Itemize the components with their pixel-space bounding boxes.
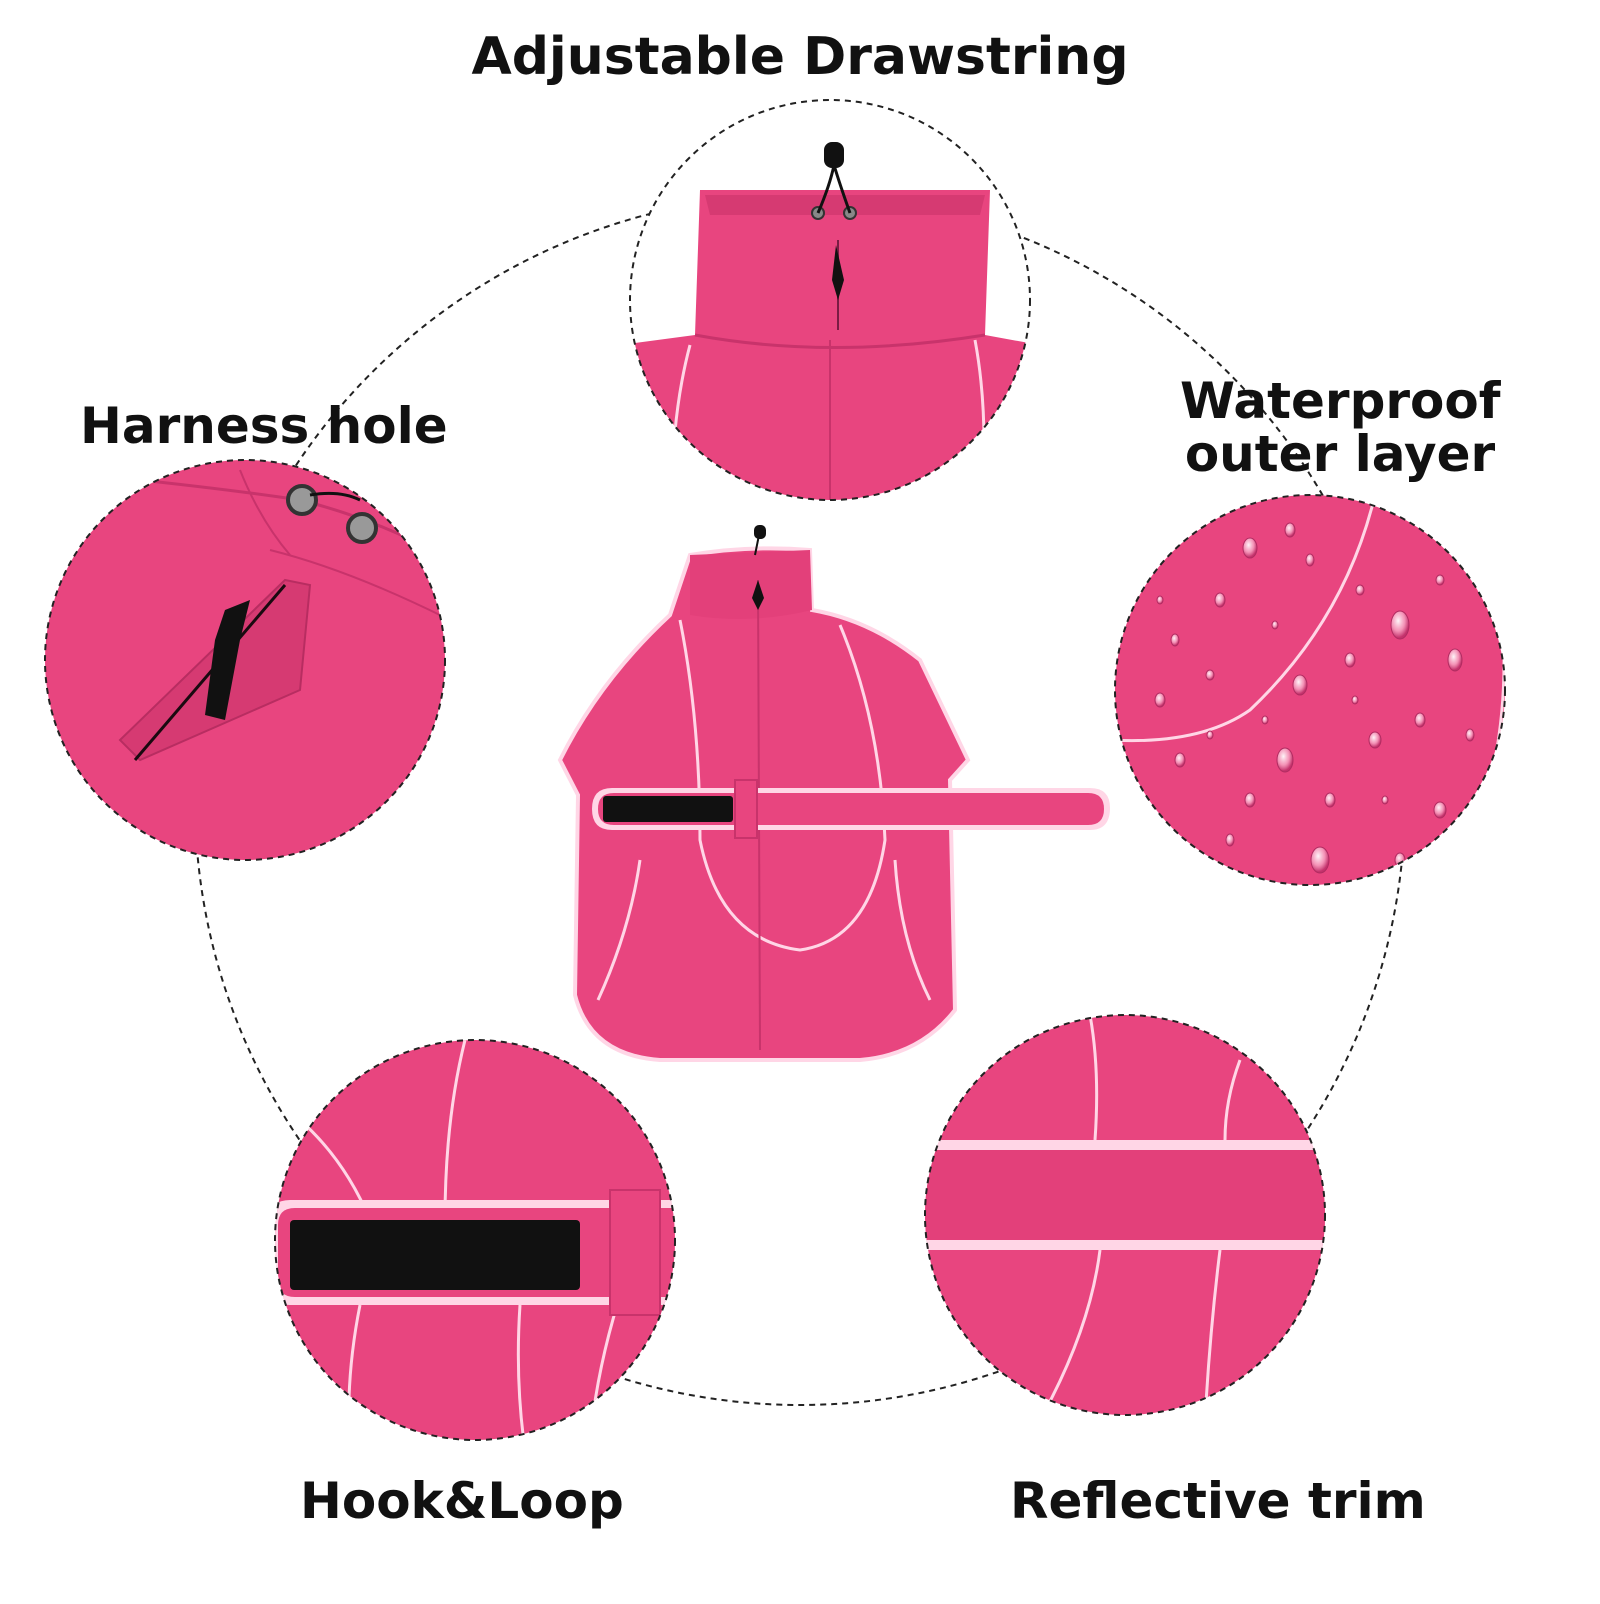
label-harness-hole: Harness hole <box>80 397 448 455</box>
label-waterproof-outer-layer: Waterproof outer layer <box>1180 375 1500 480</box>
hook-loop-strap-closeup <box>274 1039 676 1441</box>
label-hook-and-loop: Hook&Loop <box>300 1472 624 1530</box>
label-waterproof-line1: Waterproof <box>1180 372 1501 430</box>
dog-raincoat <box>557 525 1110 1062</box>
harness-hole-closeup <box>44 459 446 861</box>
waterproof-droplets-closeup <box>1114 494 1506 886</box>
reflective-trim-closeup <box>924 1014 1326 1416</box>
drawstring-closeup <box>629 99 1031 501</box>
label-adjustable-drawstring: Adjustable Drawstring <box>471 27 1129 87</box>
label-waterproof-line2: outer layer <box>1184 424 1496 483</box>
label-reflective-trim: Reflective trim <box>1010 1472 1426 1530</box>
